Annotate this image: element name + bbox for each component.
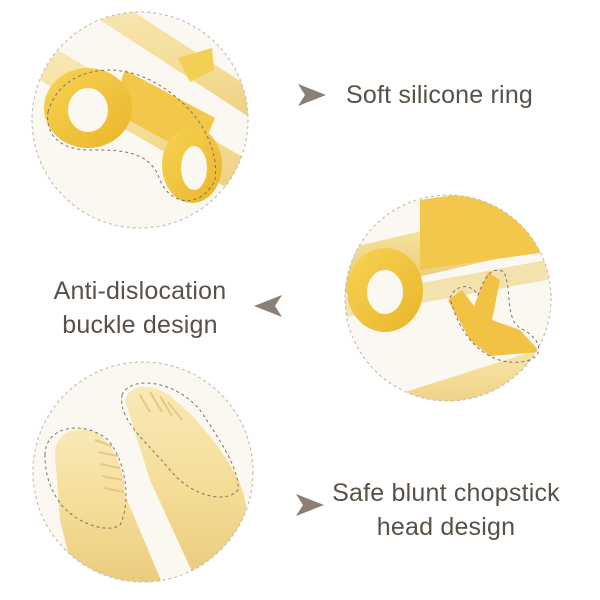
feature-label-anti-dislocation: Anti-dislocation buckle design xyxy=(40,274,240,342)
feature-label-line: head design xyxy=(376,513,516,541)
arrow-right-icon xyxy=(296,494,324,516)
feature-label-blunt-head: Safe blunt chopstick head design xyxy=(326,476,566,544)
feature-label-silicone-ring: Soft silicone ring xyxy=(346,78,533,112)
arrow-right-icon xyxy=(298,84,326,106)
feature-label-line: Soft silicone ring xyxy=(346,81,534,109)
arrow-left-icon xyxy=(254,295,282,317)
feature-label-line: Anti-dislocation xyxy=(53,277,227,305)
feature-label-line: buckle design xyxy=(62,311,218,339)
feature-label-line: Safe blunt chopstick xyxy=(332,479,560,507)
